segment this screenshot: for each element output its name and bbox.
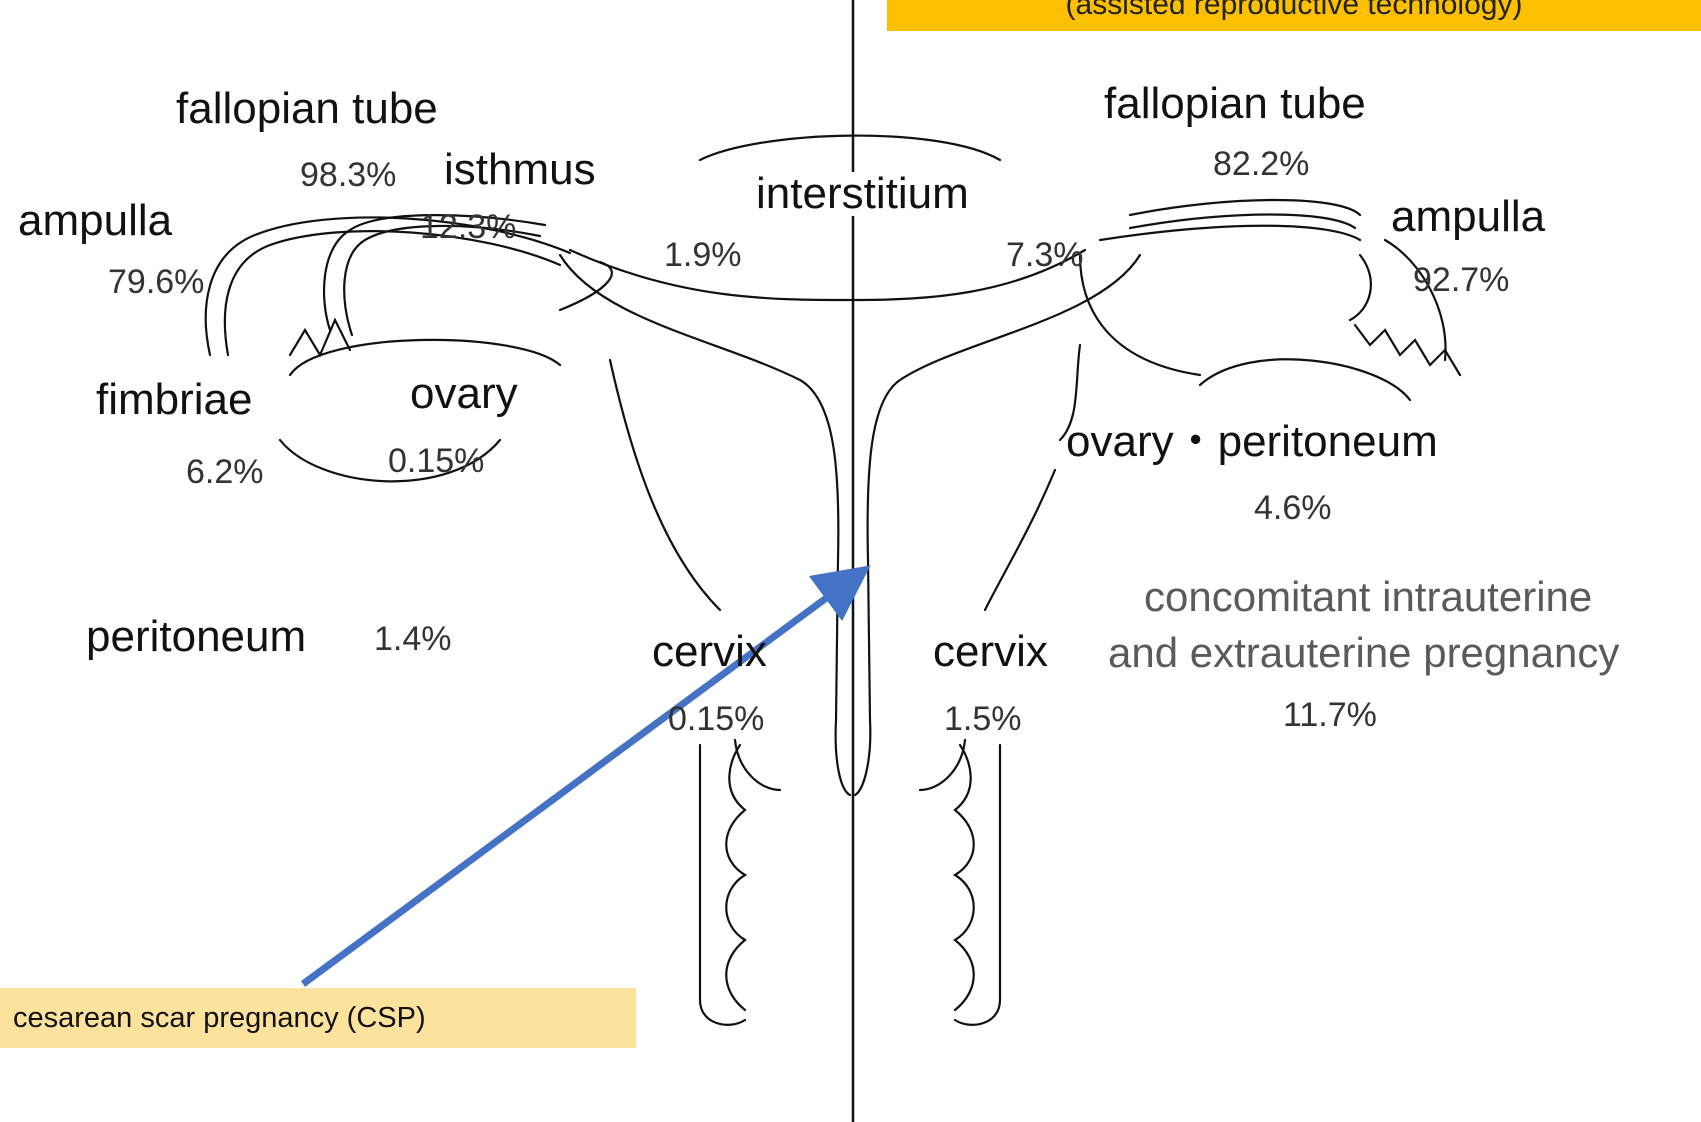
right-ampulla-label: ampulla [1391,195,1545,239]
right-ovary-peritoneum-label: ovary・peritoneum [1066,420,1438,464]
right-cervix-pct: 1.5% [944,702,1022,736]
right-interstitium-pct: 7.3% [1006,238,1084,272]
left-ampulla-label: ampulla [18,199,172,243]
concomitant-pct: 11.7% [1283,698,1377,732]
left-fallopian-tube-label: fallopian tube [176,87,438,131]
uterus-fundus [700,136,1000,160]
right-ampulla-pct: 92.7% [1413,263,1509,297]
left-fimbriae-label: fimbriae [96,378,253,422]
right-cervix-label: cervix [933,630,1048,674]
left-fallopian-tube-pct: 98.3% [300,158,396,192]
right-ovary [1200,359,1410,400]
left-cervix [700,745,745,1025]
left-isthmus-label: isthmus [444,148,596,192]
csp-callout-box: cesarean scar pregnancy (CSP) [0,988,636,1048]
right-ovary-peritoneum-pct: 4.6% [1254,491,1332,525]
right-fallopian-tube-pct: 82.2% [1213,147,1309,181]
concomitant-line1: concomitant intrauterine [1144,576,1592,618]
csp-callout-text: cesarean scar pregnancy (CSP) [13,1002,426,1034]
header-box-text: (assisted reproductive technology) [1066,0,1523,21]
left-ovary-label: ovary [410,372,518,416]
left-peritoneum-label: peritoneum [86,615,306,659]
left-peritoneum-pct: 1.4% [374,622,452,656]
right-tube [1130,200,1360,215]
left-cervix-pct: 0.15% [668,702,764,736]
left-interstitium-pct: 1.9% [664,238,742,272]
left-isthmus-pct: 12.3% [420,210,516,244]
left-fimbriae-pct: 6.2% [186,455,264,489]
left-cervix-label: cervix [652,630,767,674]
left-ovary-pct: 0.15% [388,444,484,478]
left-ampulla-pct: 79.6% [108,265,204,299]
right-cervix [955,745,1000,1025]
concomitant-line2: and extrauterine pregnancy [1108,632,1619,674]
interstitium-label: interstitium [752,172,973,216]
header-box: (assisted reproductive technology) [887,0,1701,31]
right-fallopian-tube-label: fallopian tube [1104,82,1366,126]
